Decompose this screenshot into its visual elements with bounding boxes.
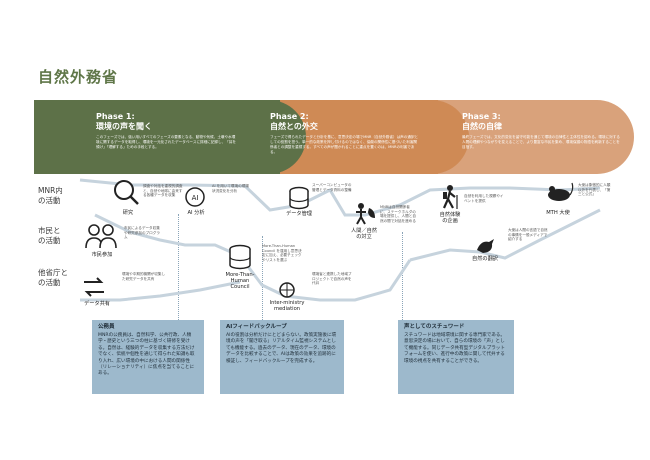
guide-line-2 [262,236,263,320]
phase-2-label: Phase 2: [270,112,309,121]
ai-icon: AI [184,186,206,208]
phase-3-text: Phase 3: 自然の自律 最終フェーズでは、文化的変化を留守可能を通じて環境… [462,112,622,150]
node-mth: MTH 大使 [546,210,570,216]
phase-1-banner [34,100,280,174]
info-box-1-body: MNRの公務員は、自然科学、公共行政、人類学・歴史という三つの柱に基づく研修を受… [98,333,195,377]
phase-1-name: 環境の声を聞く [96,122,152,131]
node-nature-translation: 自然の翻訳 [472,256,498,262]
note-mth: 大使は象徴的に人類以外を代表し、「第三と公式」 [578,183,611,197]
council-database-icon [228,244,252,270]
node-data-sharing: データ共有 [84,301,110,307]
node-data-management: データ管理 [286,211,312,217]
row-label-mnr: MNR内 の活動 [38,186,63,205]
svg-text:AI: AI [192,194,199,202]
phase-1-desc: このフェーズでは、強い用いすべてのフェーズの要素となる、動物や気候、土壌や水環境… [96,135,236,149]
phase-1-text: Phase 1: 環境の声を聞く このフェーズでは、強い用いすべてのフェーズの要… [96,112,236,150]
phase-1-label: Phase 1: [96,112,135,121]
node-nature-experience: 自然体験 の企画 [439,212,461,224]
note-citizen: 市民によるデータ収集や研究参加のプログラム [124,226,160,240]
node-inter-ministry: Inter-ministry mediation [269,300,305,312]
node-human-nature: 人間／自然 の対立 [351,228,377,240]
mediation-icon [274,282,300,298]
info-box-3-body: スチュワードは地域環境に関する専門家である。意思決定の場において、自らの環境の「… [404,333,506,364]
node-ai-analysis: AI 分析 [187,210,205,216]
data-sharing-icon [82,276,106,298]
phase-3-name: 自然の自律 [462,122,502,131]
phase-2-desc: フェーズで得られたデータと分析を基に、意思決定の場でMNR（自然外務省）は声の通… [270,135,419,154]
note-human-nature: MNRは自然関係者に、ステークホルダの場を提供し、人間と自然の間で対話を進める [380,205,416,223]
guide-line-3 [402,232,403,320]
note-sharing: 環境や中期的機関が収集した研究データを共有 [122,272,166,281]
note-translation: 大使は人間の言語で自然の事情を一般メディアで紹介する [508,228,548,242]
row-label-citizens: 市民と の活動 [38,226,61,245]
note-council: More-Than-Human Council を運用し意思決定に加え、必要チェ… [262,244,302,262]
info-box-2-heading: AIフィードバックループ [226,324,287,330]
node-research: 研究 [122,210,134,216]
guide-line-1 [178,214,179,320]
info-box-ai-feedback: AIフィードバックループ AIの役割は分析だけにとどまらない。政策実施後に環境の… [220,320,344,394]
hiker-icon [440,184,462,210]
bird-icon [474,236,496,256]
info-box-3-heading: 声としてのスチュワード [404,324,465,330]
note-mediation: 環境省と連携した地域プロジェクトで自然の声を代弁 [312,272,352,286]
mouse-icon [544,180,574,204]
phase-3-desc: 最終フェーズでは、文化的変化を留守可能を通じて環境の自律性と主体性を認める。環境… [462,135,620,149]
database-icon [288,186,310,210]
info-box-2-body: AIの役割は分析だけにとどまらない。政策実施後に環境の声を「聞き取る」リアルタイ… [226,333,337,364]
phase-2-text: Phase 2: 自然との外交 フェーズで得られたデータと分析を基に、意思決定の… [270,112,420,155]
node-more-than-human-council: More-Than- Human Council [225,272,255,290]
row-label-ministries: 他省庁と の活動 [38,268,68,287]
page-title: 自然外務省 [38,68,119,86]
note-ai: AI を用いて環境の現場状況変化を分析 [212,184,249,193]
phase-2-name: 自然との外交 [270,122,318,131]
note-research: 調査や対話を重視的調査と、自然や地球に由来する各種データを収集 [143,184,183,198]
phase-3-label: Phase 3: [462,112,501,121]
note-nature-experience: 自然を利用した視察やイベントを提供 [464,194,504,203]
node-citizen: 市民参加 [91,252,113,258]
people-icon [84,222,118,250]
info-box-civil-servant: 公務員 MNRの公務員は、自然科学、公共行政、人類学・歴史という三つの柱に基づく… [92,320,204,394]
note-data: スーパーコンピュータの管理とデータ資料の整備 [312,183,352,192]
human-nature-icon [352,200,378,226]
info-box-steward: 声としてのスチュワード スチュワードは地域環境に関する専門家である。意思決定の場… [398,320,514,394]
info-box-1-heading: 公務員 [98,324,115,330]
magnifier-icon [112,178,140,206]
